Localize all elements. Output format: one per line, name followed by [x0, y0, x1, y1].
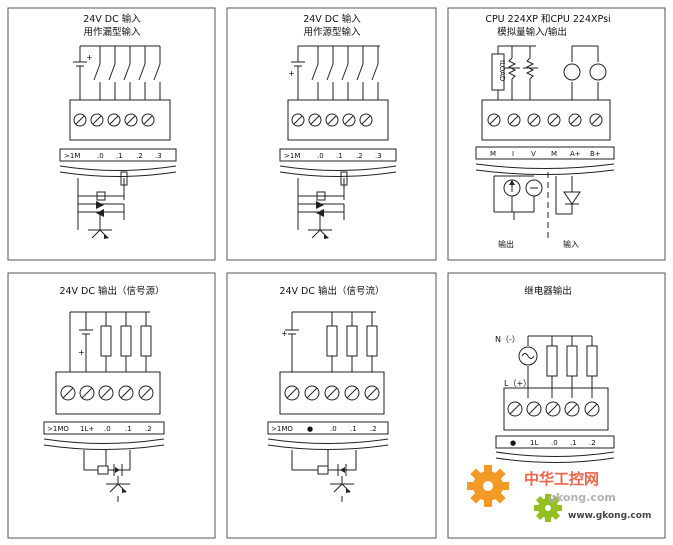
panel-4-plus-sign: + [78, 348, 85, 357]
panel-3-label-2: I [512, 150, 514, 158]
panel-1-title-line-2: 用作漏型输入 [83, 26, 141, 38]
panel-5-label-1: >1MO [271, 425, 293, 433]
panel-1-label-2: .0 [97, 152, 104, 160]
panel-3-label-6: B+ [590, 150, 601, 158]
panel-4-label-3: .0 [104, 425, 111, 433]
panel-4-screw-terminals [60, 385, 154, 401]
panel-4-title: 24V DC 输出（信号源） [59, 285, 164, 297]
panel-6-label-5: .2 [589, 439, 596, 447]
panel-2-label-strip [279, 148, 397, 162]
panel-5-label-strip [267, 421, 389, 435]
panel-3: CPU 224XP 和CPU 224XPsi 模拟量输入/输出 ILOAD [475, 14, 615, 249]
panel-3-iload-label: ILOAD [498, 60, 506, 81]
panel-1: 24V DC 输入 用作漏型输入 + >1M .0 .1 .2 .3 [59, 13, 177, 239]
panel-6-label-3: .0 [551, 439, 558, 447]
panel-5-terminal-block [279, 371, 385, 415]
panel-6-label-strip [495, 435, 615, 449]
panel-2-label-5: .3 [375, 152, 382, 160]
panel-5-label-3: .0 [330, 425, 337, 433]
panel-2: 24V DC 输入 用作源型输入 + >1M .0 .1 .2 .3 [279, 13, 397, 239]
watermark-domain: gkong.com [548, 491, 616, 504]
panel-3-label-1: M [490, 150, 496, 158]
panel-4-label-strip [43, 421, 165, 435]
panel-5-label-2: ● [307, 425, 313, 433]
panel-4: 24V DC 输出（信号源） + >1MO 1L+ .0 .1 .2 [43, 285, 165, 502]
panel-4-label-5: .2 [145, 425, 152, 433]
panel-6-label-1: ● [510, 439, 516, 447]
panel-2-label-4: .2 [356, 152, 363, 160]
panel-1-screw-terminals [73, 113, 155, 127]
panel-5-title: 24V DC 输出（信号流） [279, 285, 384, 297]
gear-icon [467, 465, 509, 507]
panel-2-plus-sign: + [288, 69, 295, 78]
panel-5-plus-sign: + [281, 329, 288, 338]
panel-3-input-label: 输入 [563, 239, 579, 249]
panel-1-plus-sign: + [86, 53, 93, 62]
panel-3-terminal-block [481, 99, 611, 141]
watermark-chinese: 中华工控网 [524, 470, 599, 488]
panel-2-terminal-block [287, 99, 389, 141]
panel-6-label-2: 1L [530, 439, 538, 447]
panel-3-title-line-2: 模拟量输入/输出 [497, 26, 567, 38]
watermark-url: www.gkong.com [568, 511, 651, 521]
panel-6-screw-terminals [507, 401, 600, 417]
panel-1-label-3: .1 [116, 152, 123, 160]
panel-2-label-3: .1 [336, 152, 343, 160]
panel-5-label-5: .2 [370, 425, 377, 433]
gkong-watermark: 中华工控网 gkong.com www.gkong.com [467, 465, 651, 522]
panel-1-label-5: .3 [155, 152, 162, 160]
panel-4-terminal-block [55, 371, 161, 415]
panel-5: 24V DC 输出（信号流） + >1MO ● .0 .1 .2 [267, 285, 389, 502]
panel-1-label-1: >1M [64, 152, 80, 160]
panel-3-output-label: 输出 [498, 239, 514, 249]
panel-2-title-line-1: 24V DC 输入 [303, 13, 361, 25]
panel-2-screw-terminals [291, 113, 373, 127]
panel-5-screw-terminals [284, 385, 380, 401]
panel-1-terminal-block [69, 99, 171, 141]
panel-3-border [447, 7, 666, 261]
panel-6-l-label: L（+） [504, 379, 531, 388]
panel-1-label-4: .2 [136, 152, 143, 160]
panel-6-label-4: .1 [570, 439, 577, 447]
panel-1-title-line-1: 24V DC 输入 [83, 13, 141, 25]
panel-3-label-4: M [551, 150, 557, 158]
panel-4-border [7, 272, 216, 539]
panel-5-border [226, 272, 437, 539]
panel-6-terminal-block [503, 387, 609, 431]
panel-2-label-1: >1M [284, 152, 300, 160]
panel-4-label-1: >1MO [47, 425, 69, 433]
panel-3-label-3: V [531, 150, 536, 158]
panel-6: 继电器输出 N（-） L（+） ● 1L .0 .1 .2 [495, 285, 615, 463]
panel-5-label-4: .1 [350, 425, 357, 433]
panel-3-screw-terminals [487, 113, 603, 127]
panel-1-label-strip [59, 148, 177, 162]
panel-3-title-line-1: CPU 224XP 和CPU 224XPsi [485, 14, 610, 25]
panel-6-n-label: N（-） [495, 335, 520, 344]
panel-2-label-2: .0 [317, 152, 324, 160]
panel-2-title-line-2: 用作源型输入 [303, 26, 361, 38]
panel-3-label-5: A+ [570, 150, 581, 158]
panel-6-title: 继电器输出 [524, 285, 572, 297]
panel-4-label-2: 1L+ [80, 425, 94, 433]
panel-4-label-4: .1 [125, 425, 132, 433]
panel-3-label-strip [475, 146, 615, 160]
panel-2-border [226, 7, 437, 261]
panel-1-border [7, 7, 216, 261]
panel-6-border [447, 272, 666, 539]
